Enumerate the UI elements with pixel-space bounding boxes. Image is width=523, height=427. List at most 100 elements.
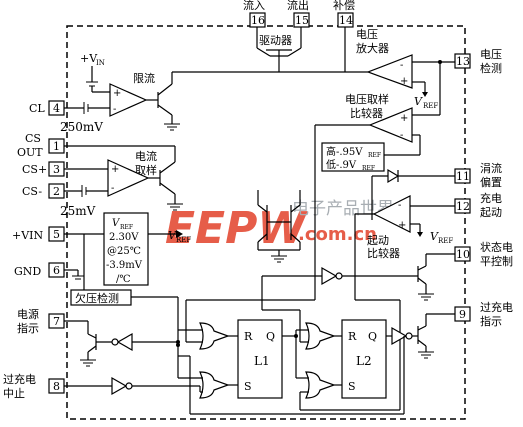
pin-10-number: 10	[456, 248, 470, 261]
pin-2-label: CS-	[22, 185, 42, 198]
reference-box: V REF 2.30V @25℃ -3.9mV /℃ V REF	[103, 212, 191, 286]
latch-l2-label: L2	[356, 354, 372, 368]
latch-l1-q: Q	[266, 330, 275, 343]
pin-6-label: GND	[14, 265, 41, 278]
pin-1-label-2: OUT	[17, 146, 43, 159]
pin-4-label: CL	[29, 102, 45, 115]
watermark-logo: EEPW	[165, 203, 308, 254]
limit-label: 限流	[133, 71, 155, 85]
cs-threshold: 25mV	[60, 204, 96, 218]
current-sense-amp: 电流 取样 + -	[107, 149, 183, 211]
driver: 驱动器	[256, 27, 302, 72]
pin-16: 流入 16	[243, 0, 266, 28]
pin-14-label: 补偿	[333, 0, 355, 12]
current-limit-amp: +V IN 限流 + -	[80, 52, 279, 131]
pin-12-label-1: 充电	[480, 191, 502, 205]
pin-1-number: 1	[53, 140, 60, 153]
pin-7-number: 7	[53, 315, 60, 328]
volt-amp-label-1: 电压	[356, 28, 378, 41]
pin-6: GND 6	[14, 262, 84, 280]
pin-2-number: 2	[53, 185, 60, 198]
plus-vin-sub: IN	[96, 59, 105, 67]
pin-9: 9 过充电 指示	[417, 300, 513, 359]
voltage-sample-comparator: 电压取样 比较器 + -	[314, 62, 441, 300]
pin-2: CS- 2 25mV	[22, 183, 108, 218]
svg-text:-: -	[398, 200, 401, 211]
pin-5: +VIN 5	[12, 226, 104, 297]
pin-3-label: CS+	[22, 163, 47, 176]
pin-13-number: 13	[456, 55, 470, 68]
pin-5-number: 5	[53, 228, 60, 241]
pin-15-label: 流出	[287, 0, 309, 12]
latch-l2-q: Q	[368, 330, 377, 343]
cur-sample-label-2: 取样	[135, 163, 157, 177]
watermark: EEPW 电子产品世界 .com.cn	[165, 199, 394, 254]
threshold-low-sub: REF	[362, 165, 375, 172]
pin-8-label-1: 过充电	[3, 372, 36, 386]
pin-7-label-1: 电源	[17, 307, 39, 321]
start-cmp-vref-sub: REF	[438, 237, 453, 245]
pin-1: CS OUT 1	[17, 132, 176, 162]
pin-9-label-2: 指示	[480, 314, 502, 328]
ref-output-vref: V	[168, 229, 177, 242]
latch-l2-s: S	[348, 380, 356, 393]
ref-box-title-sub: REF	[120, 224, 133, 231]
pin-11-label-1: 涓流	[480, 161, 502, 175]
pin-3: CS+ 3	[22, 161, 108, 177]
latch-l2: R S Q L2	[261, 299, 418, 411]
svg-text:+: +	[400, 76, 408, 87]
pin-10: 10 状态电 平控制	[261, 240, 513, 301]
latch-l1-label: L1	[254, 354, 270, 368]
cl-threshold: 250mV	[60, 120, 103, 134]
ref-box-title: V	[112, 218, 121, 229]
svg-text:-: -	[111, 183, 114, 194]
pin-4-number: 4	[53, 102, 60, 115]
svg-text:+: +	[400, 113, 408, 124]
pin-8: 过充电 中止 8	[3, 372, 200, 400]
pin-16-label: 流入	[243, 0, 265, 12]
pin-10-label-1: 状态电	[480, 240, 513, 254]
watermark-url: .com.cn	[298, 224, 377, 245]
threshold-low: 低-.9V	[326, 158, 357, 171]
pin-1-label-1: CS	[25, 132, 41, 145]
volt-amp-vref: V	[414, 95, 423, 108]
volt-sample-label-1: 电压取样	[345, 92, 389, 106]
svg-text:+: +	[113, 88, 121, 99]
latch-l1: R S Q L1	[177, 299, 315, 399]
start-cmp-label-2: 比较器	[367, 246, 400, 260]
volt-amp-label-2: 放大器	[356, 41, 389, 55]
pin-13-label-1: 电压	[480, 48, 502, 61]
voltage-amplifier: 电压 放大器 - + V REF	[356, 28, 455, 110]
pin-9-number: 9	[459, 308, 466, 321]
chip-boundary	[66, 25, 466, 420]
pin-14: 补偿 14	[333, 0, 355, 28]
pin-7: 电源 指示 7	[17, 307, 178, 367]
ref-box-temp: @25℃	[107, 246, 141, 257]
pin-12: 12 充电 起动	[410, 191, 502, 219]
ref-output-vref-sub: REF	[176, 236, 191, 244]
pin-8-label-2: 中止	[3, 387, 25, 400]
pin-15-number: 15	[295, 14, 309, 27]
driver-label: 驱动器	[259, 34, 292, 47]
pin-13: 13 电压 检测	[454, 48, 502, 75]
pin-16-number: 16	[251, 14, 265, 27]
pin-7-label-2: 指示	[17, 321, 39, 335]
pin-6-number: 6	[53, 264, 60, 277]
svg-text:+: +	[111, 164, 119, 175]
latch-l1-s: S	[244, 380, 252, 393]
pin-11: 11 涓流 偏置	[371, 161, 502, 220]
pin-5-label: +VIN	[12, 229, 44, 242]
start-cmp-vref: V	[430, 230, 439, 243]
ref-box-unit: /℃	[116, 274, 131, 285]
svg-text:-: -	[400, 60, 403, 71]
threshold-high-sub: REF	[368, 152, 381, 159]
plus-vin-label: +V	[80, 52, 98, 65]
output-transistor-pair	[257, 190, 301, 263]
pin-8-number: 8	[53, 380, 60, 393]
svg-text:+: +	[398, 220, 406, 231]
start-cmp-label-1: 起动	[367, 234, 389, 247]
volt-amp-vref-sub: REF	[423, 102, 438, 110]
pin-14-number: 14	[339, 14, 353, 27]
pin-12-label-2: 起动	[480, 206, 502, 219]
latch-l1-r: R	[244, 330, 253, 343]
